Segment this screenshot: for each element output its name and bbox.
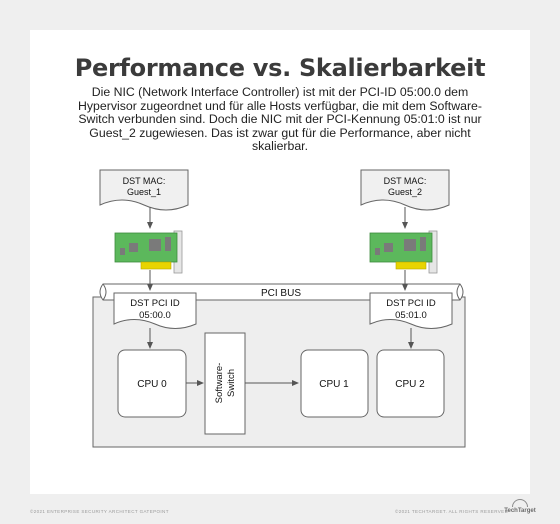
cpu-2: CPU 2 xyxy=(376,349,445,418)
software-switch-line1: Software- xyxy=(214,363,225,404)
logo-text: TechTarget xyxy=(504,508,536,514)
footer-left-text: ©2021 ENTERPRISE SECURITY ARCHITECT GATE… xyxy=(30,509,169,514)
dst-pci-left-line1: DST PCI ID xyxy=(130,298,180,309)
pci-bus-label: PCI BUS xyxy=(261,288,301,299)
dst-mac-guest1-line2: Guest_1 xyxy=(127,187,161,197)
nic-card-left-icon xyxy=(114,230,183,274)
dst-mac-guest1: DST MAC: Guest_1 xyxy=(99,169,189,211)
dst-pci-right-line1: DST PCI ID xyxy=(386,298,436,309)
cpu-1: CPU 1 xyxy=(300,349,369,418)
dst-pci-left-line2: 05:00.0 xyxy=(139,310,171,321)
dst-pci-id-left: DST PCI ID 05:00.0 xyxy=(113,292,197,329)
cpu-1-label: CPU 1 xyxy=(319,379,349,390)
dst-mac-guest2-line1: DST MAC: xyxy=(384,176,427,186)
software-switch: Software- Switch xyxy=(204,332,246,435)
techtarget-logo: TechTarget xyxy=(500,499,540,514)
logo-arc-icon xyxy=(512,499,528,507)
description: Die NIC (Network Interface Controller) i… xyxy=(78,85,482,154)
nic-card-right-icon xyxy=(369,230,438,274)
dst-pci-id-right: DST PCI ID 05:01.0 xyxy=(369,292,453,329)
cpu-0: CPU 0 xyxy=(117,349,187,418)
footer-right-text: ©2021 TECHTARGET. ALL RIGHTS RESERVED xyxy=(395,509,509,514)
dst-mac-guest2: DST MAC: Guest_2 xyxy=(360,169,450,211)
cpu-2-label: CPU 2 xyxy=(395,379,425,390)
page-title: Performance vs. Skalierbarkeit xyxy=(74,54,486,82)
cpu-0-label: CPU 0 xyxy=(137,379,167,390)
dst-mac-guest2-line2: Guest_2 xyxy=(388,187,422,197)
dst-mac-guest1-line1: DST MAC: xyxy=(123,176,166,186)
software-switch-line2: Switch xyxy=(226,369,237,397)
dst-pci-right-line2: 05:01.0 xyxy=(395,310,427,321)
